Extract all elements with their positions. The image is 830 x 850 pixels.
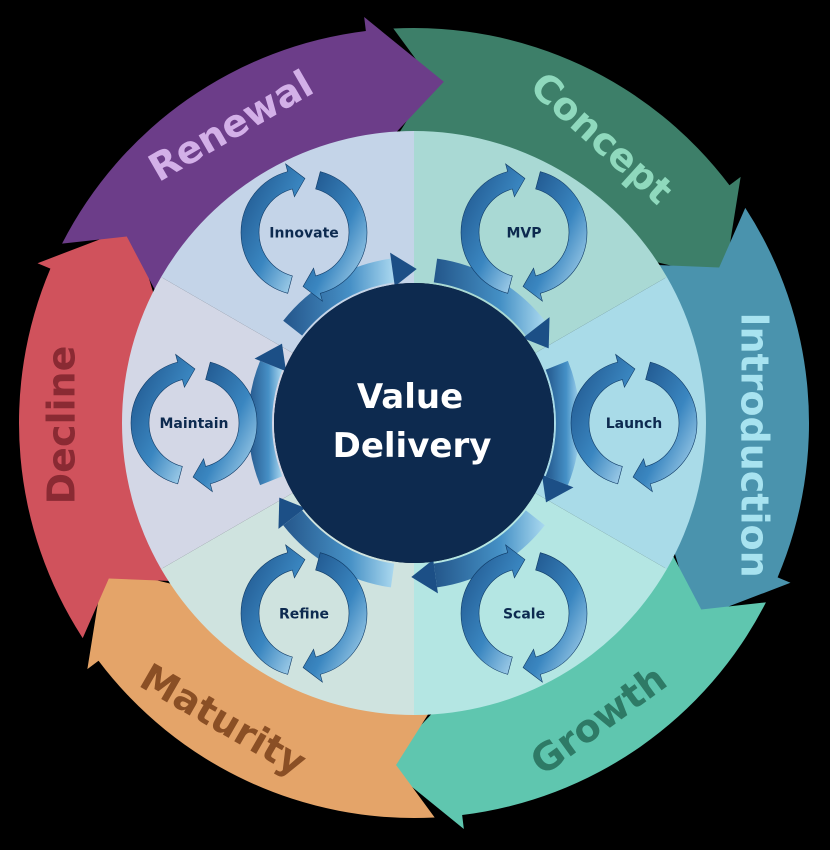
cycle-arrow <box>192 361 258 493</box>
mvp-label: MVP <box>506 225 541 241</box>
introduction-label: Introduction <box>733 312 777 577</box>
maintain-label: Maintain <box>159 416 228 432</box>
refine-label: Refine <box>279 607 329 623</box>
cycle-arrow <box>240 163 306 294</box>
concept-sector <box>414 131 667 353</box>
phase-ring <box>18 17 810 829</box>
cycle-arrow <box>302 552 368 683</box>
maintain-cycle <box>130 353 258 493</box>
renewal-sector <box>161 131 414 353</box>
cycle-arrow <box>522 552 588 683</box>
innovate-cycle <box>240 163 368 302</box>
flow-arrowhead <box>541 474 574 503</box>
maturity-arrow <box>87 567 435 818</box>
scale-label: Scale <box>503 607 545 623</box>
flow-segment <box>248 360 283 486</box>
flow-segment <box>283 258 395 336</box>
decline-arrow <box>18 226 171 639</box>
decline-sector <box>121 277 293 569</box>
cycle-arrow <box>632 361 698 493</box>
introduction-arrow <box>657 207 810 620</box>
cycle-arrow <box>302 171 368 302</box>
cycle-arrow <box>570 353 636 485</box>
flow-segment <box>433 510 545 588</box>
decline-label: Decline <box>40 346 84 505</box>
renewal-arrow <box>62 17 444 292</box>
flow-segment <box>283 510 395 588</box>
cycle-arrow <box>130 353 196 485</box>
center-circle <box>274 283 554 563</box>
stage-sectors <box>121 131 706 715</box>
introduction-sector <box>535 277 706 569</box>
flow-arrowhead <box>254 343 287 372</box>
flow-arrowhead <box>278 497 306 529</box>
flow-arrowhead <box>390 252 417 287</box>
refine-cycle <box>240 544 368 683</box>
cycle-arrow <box>460 163 526 294</box>
maturity-sector <box>161 493 414 715</box>
flow-arrowhead <box>522 317 550 349</box>
stage-cycles <box>130 163 698 683</box>
center-title-line1: Value <box>357 377 463 417</box>
growth-arrow <box>384 554 766 829</box>
mvp-cycle <box>460 163 588 302</box>
center-hub: Value Delivery <box>274 283 554 563</box>
inner-flow-ring <box>248 252 581 594</box>
flow-segment <box>545 360 581 486</box>
flow-arrowhead <box>411 559 438 594</box>
launch-label: Launch <box>606 416 663 432</box>
growth-sector <box>414 493 667 715</box>
cycle-arrow <box>460 544 526 675</box>
cycle-arrow <box>240 544 306 675</box>
flow-segment <box>433 258 545 336</box>
innovate-label: Innovate <box>269 225 339 241</box>
center-title-line2: Delivery <box>333 426 492 466</box>
concept-arrow <box>393 28 741 279</box>
scale-cycle <box>460 544 588 683</box>
launch-cycle <box>570 353 698 493</box>
cycle-arrow <box>522 171 588 302</box>
